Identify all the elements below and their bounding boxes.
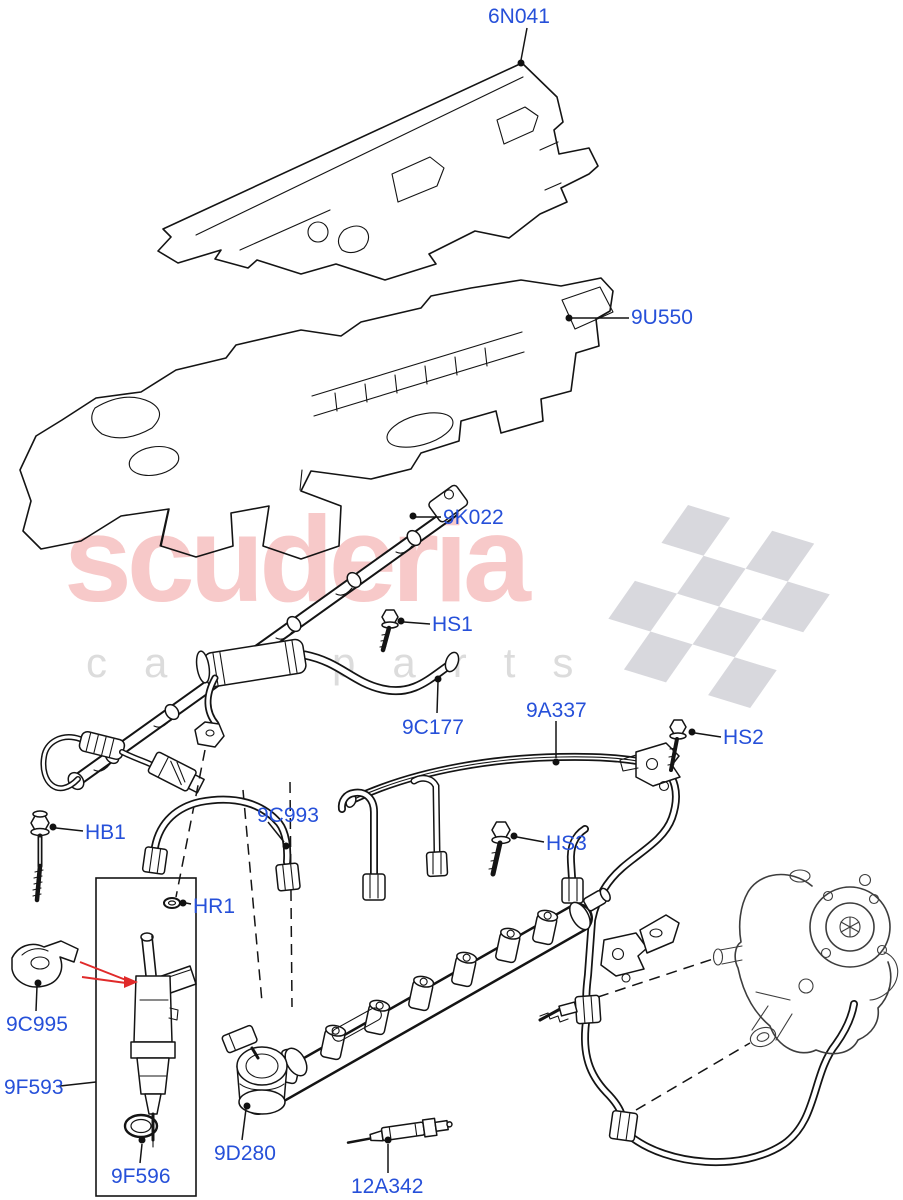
part-label-12A342[interactable]: 12A342: [351, 1175, 424, 1198]
alignment-dashes: [175, 749, 751, 1111]
part-insulator-9U550[interactable]: [19, 277, 614, 560]
part-label-9C177[interactable]: 9C177: [402, 716, 464, 739]
part-clamp-9C995[interactable]: [11, 940, 79, 988]
part-label-9F593[interactable]: 9F593: [4, 1076, 64, 1099]
part-label-9K022[interactable]: 9K022: [443, 506, 504, 529]
part-washer-HR1[interactable]: [163, 897, 181, 909]
part-label-9D280[interactable]: 9D280: [214, 1142, 276, 1165]
part-label-HB1[interactable]: HB1: [85, 821, 126, 844]
part-label-HS3[interactable]: HS3: [546, 832, 587, 855]
part-label-9F596[interactable]: 9F596: [111, 1165, 171, 1188]
part-label-HR1[interactable]: HR1: [193, 895, 236, 918]
part-acoustic-cover-6N041[interactable]: [157, 62, 599, 281]
part-glow-plug-12A342[interactable]: [346, 1116, 453, 1148]
injection-pump: [712, 869, 899, 1055]
part-label-9C995[interactable]: 9C995: [6, 1013, 68, 1036]
part-fuel-hose-9C177[interactable]: [194, 638, 461, 748]
part-fuel-pipes-9A337[interactable]: [344, 742, 858, 1167]
part-injector-pipes-9C993[interactable]: [141, 774, 589, 904]
rail-pressure-regulator: [221, 1024, 308, 1115]
injector-group-box: [95, 877, 197, 1197]
part-label-6N041[interactable]: 6N041: [488, 5, 550, 28]
red-pointer-arrows: [79, 961, 138, 988]
part-bolt-HS1[interactable]: [379, 609, 399, 653]
part-label-HS2[interactable]: HS2: [723, 726, 764, 749]
part-bolt-HS2[interactable]: [667, 719, 687, 772]
part-fuel-rail-9D280[interactable]: [221, 887, 612, 1115]
part-bolt-HB1[interactable]: [30, 810, 50, 903]
label-leader-lines: [34, 27, 722, 1173]
part-label-HS1[interactable]: HS1: [432, 613, 473, 636]
part-label-9A337[interactable]: 9A337: [526, 699, 587, 722]
part-label-9C993[interactable]: 9C993: [257, 804, 319, 827]
part-injector-9F593[interactable]: [95, 877, 197, 1197]
part-label-9U550[interactable]: 9U550: [631, 306, 693, 329]
part-injector-harness-9K022[interactable]: [40, 484, 469, 796]
part-bolt-HS3[interactable]: [488, 821, 511, 877]
